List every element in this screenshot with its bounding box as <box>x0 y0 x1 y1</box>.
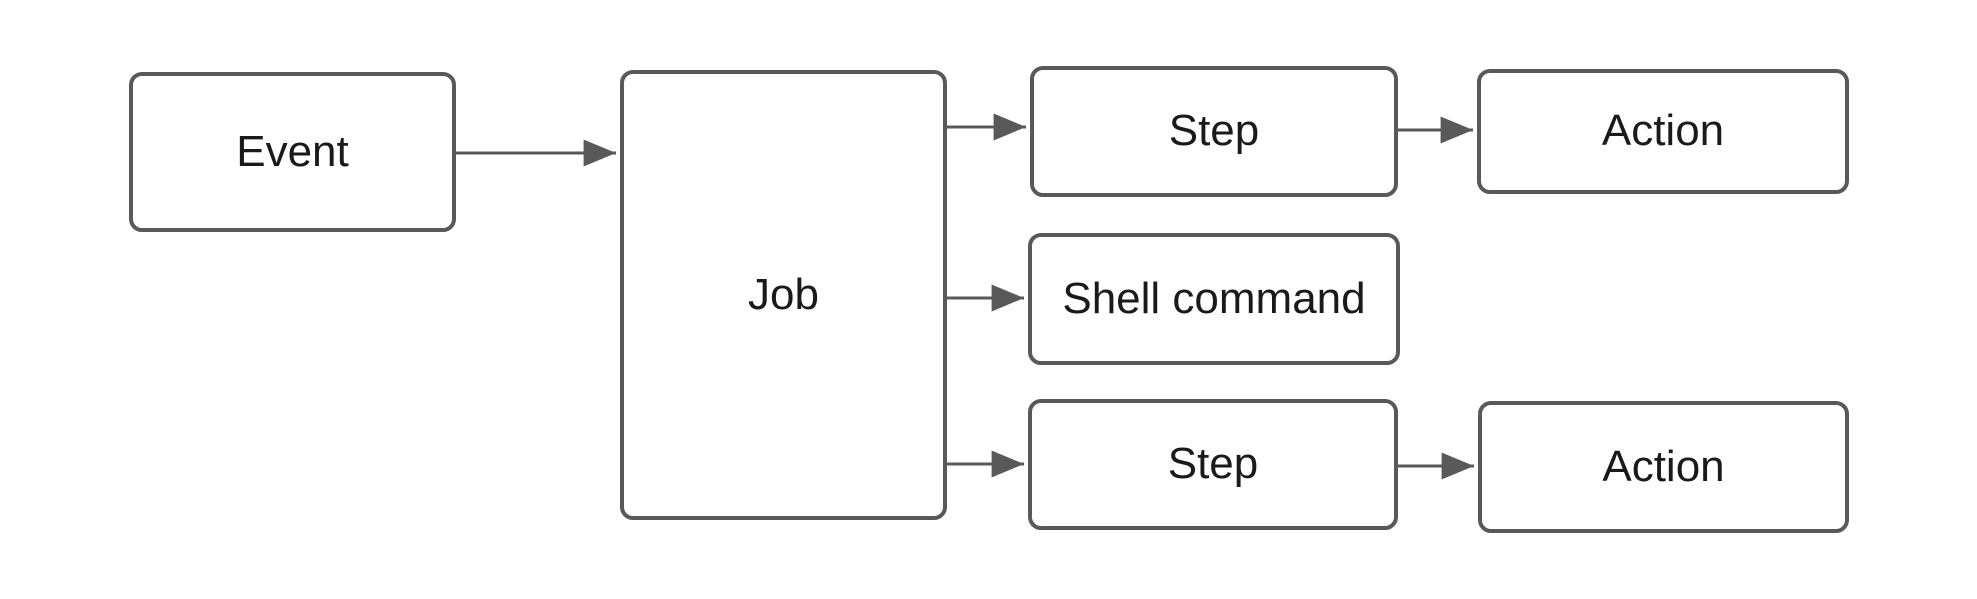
node-step-top-label: Step <box>1168 106 1260 156</box>
node-event: Event <box>129 72 456 232</box>
node-action-bottom-label: Action <box>1602 441 1725 491</box>
node-event-label: Event <box>236 126 349 176</box>
node-action-top: Action <box>1477 69 1849 194</box>
node-shell-command-label: Shell command <box>1062 273 1366 323</box>
node-job: Job <box>620 70 947 520</box>
node-action-bottom: Action <box>1478 401 1849 533</box>
node-step-top: Step <box>1030 66 1398 197</box>
node-action-top-label: Action <box>1601 106 1725 156</box>
node-shell-command: Shell command <box>1028 233 1400 365</box>
node-step-bottom-label: Step <box>1167 439 1259 489</box>
node-job-label: Job <box>748 269 819 319</box>
node-step-bottom: Step <box>1028 399 1398 530</box>
